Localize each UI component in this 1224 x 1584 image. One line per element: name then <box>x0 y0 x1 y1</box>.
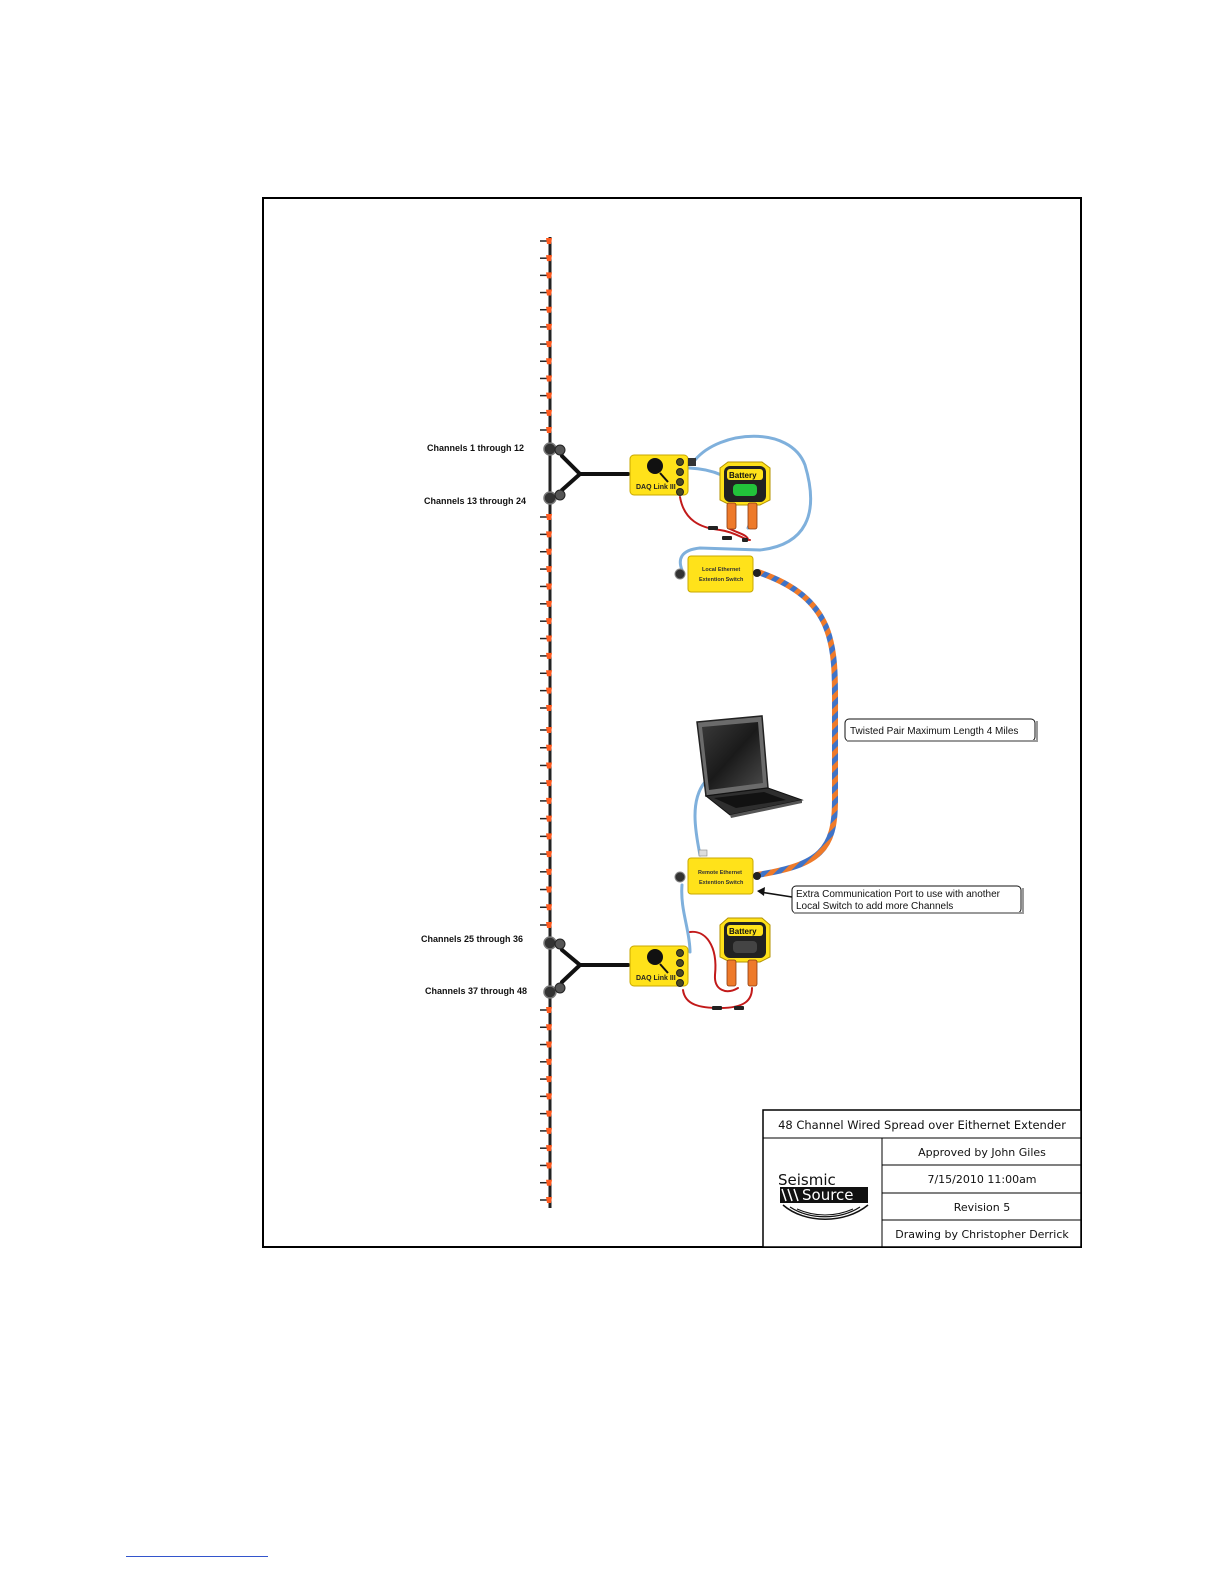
geophone <box>540 427 552 437</box>
geophone <box>540 744 552 755</box>
geophone <box>540 904 552 915</box>
daq-label: DAQ Link III <box>636 975 676 982</box>
geophone <box>540 392 552 403</box>
geophone <box>540 652 552 663</box>
geophone <box>540 1197 552 1207</box>
geophone <box>540 780 552 791</box>
geophone <box>540 583 552 594</box>
drawing-frame <box>262 197 1082 1248</box>
geophone <box>540 272 552 283</box>
geophone <box>540 1076 552 1087</box>
logo-text: Source <box>802 1186 854 1204</box>
geophone <box>540 600 552 611</box>
local-switch-label: Extention Switch <box>699 577 744 583</box>
drawn-by: Drawing by Christopher Derrick <box>895 1228 1069 1241</box>
local-ethernet-switch: Local Ethernet Extention Switch <box>674 555 761 593</box>
geophone <box>540 1162 552 1173</box>
geophone <box>540 1007 552 1017</box>
callout-text: Twisted Pair Maximum Length 4 Miles <box>850 726 1018 737</box>
takeout-connector <box>543 936 557 950</box>
geophone <box>540 375 552 386</box>
callout-text: Local Switch to add more Channels <box>796 901 953 912</box>
geophone <box>540 323 552 334</box>
battery-label: Battery <box>729 927 757 936</box>
callout-twisted-pair: Twisted Pair Maximum Length 4 Miles <box>844 718 1038 742</box>
geophone <box>540 762 552 773</box>
geophone <box>540 289 552 300</box>
remote-ethernet-switch: Remote Ethernet Extention Switch <box>674 849 761 895</box>
geophone <box>540 1058 552 1069</box>
geophone <box>540 1179 552 1190</box>
takeout-connector <box>543 442 557 456</box>
title-block: 48 Channel Wired Spread over Eithernet E… <box>762 1109 1082 1248</box>
geophone <box>540 1093 552 1104</box>
geophone <box>540 409 552 420</box>
geophone <box>540 1127 552 1138</box>
channel-label: Channels 13 through 24 <box>424 496 526 506</box>
geophone <box>540 1110 552 1121</box>
daq-unit-top: DAQ Link III <box>629 454 696 496</box>
daq-label: DAQ Link III <box>636 484 676 491</box>
geophone <box>540 886 552 897</box>
geophone <box>540 670 552 681</box>
geophone <box>540 851 552 862</box>
revision: Revision 5 <box>954 1201 1010 1214</box>
geophone <box>540 548 552 559</box>
geophone <box>540 1024 552 1035</box>
geophone <box>540 341 552 352</box>
logo-text: Seismic <box>778 1171 836 1189</box>
battery-top: Battery <box>719 461 771 530</box>
callout-extra-port: Extra Communication Port to use with ano… <box>757 885 1024 914</box>
geophone <box>540 868 552 879</box>
geophone <box>540 727 552 737</box>
geophone <box>540 815 552 826</box>
drawing-date: 7/15/2010 11:00am <box>927 1173 1036 1186</box>
drawing-title: 48 Channel Wired Spread over Eithernet E… <box>778 1118 1066 1132</box>
battery-label: Battery <box>729 471 757 480</box>
geophone <box>540 705 552 715</box>
geophone <box>540 306 552 317</box>
geophone <box>540 833 552 844</box>
geophone <box>540 531 552 542</box>
geophone <box>540 618 552 629</box>
battery-bottom: Battery <box>719 917 771 987</box>
cable-plugs <box>708 526 748 1010</box>
footnote-separator <box>126 1556 268 1557</box>
approved-by: Approved by John Giles <box>918 1146 1046 1159</box>
remote-switch-label: Extention Switch <box>699 880 744 886</box>
geophone <box>540 687 552 698</box>
local-switch-label: Local Ethernet <box>702 567 740 573</box>
geophone <box>540 1041 552 1052</box>
remote-switch-label: Remote Ethernet <box>698 870 742 876</box>
geophone-group <box>540 238 552 1207</box>
channel-label: Channels 25 through 36 <box>421 934 523 944</box>
geophone <box>540 566 552 577</box>
takeout-connector <box>543 985 557 999</box>
callout-text: Extra Communication Port to use with ano… <box>796 889 1001 900</box>
channel-label: Channels 37 through 48 <box>425 986 527 996</box>
channel-label: Channels 1 through 12 <box>427 443 524 453</box>
twisted-pair-cable <box>754 569 839 878</box>
geophone <box>540 358 552 369</box>
geophone <box>540 255 552 266</box>
geophone <box>540 514 552 524</box>
takeout-connector <box>543 491 557 505</box>
y-splitter-bottom <box>554 938 630 994</box>
geophone <box>540 922 552 932</box>
daq-unit-bottom: DAQ Link III <box>629 945 689 987</box>
geophone <box>540 797 552 808</box>
laptop-icon <box>696 715 804 818</box>
y-splitter-top <box>554 444 630 501</box>
geophone <box>540 635 552 646</box>
geophone <box>540 1145 552 1156</box>
seismic-source-logo: Seismic Source <box>778 1171 869 1220</box>
geophone <box>540 238 552 248</box>
